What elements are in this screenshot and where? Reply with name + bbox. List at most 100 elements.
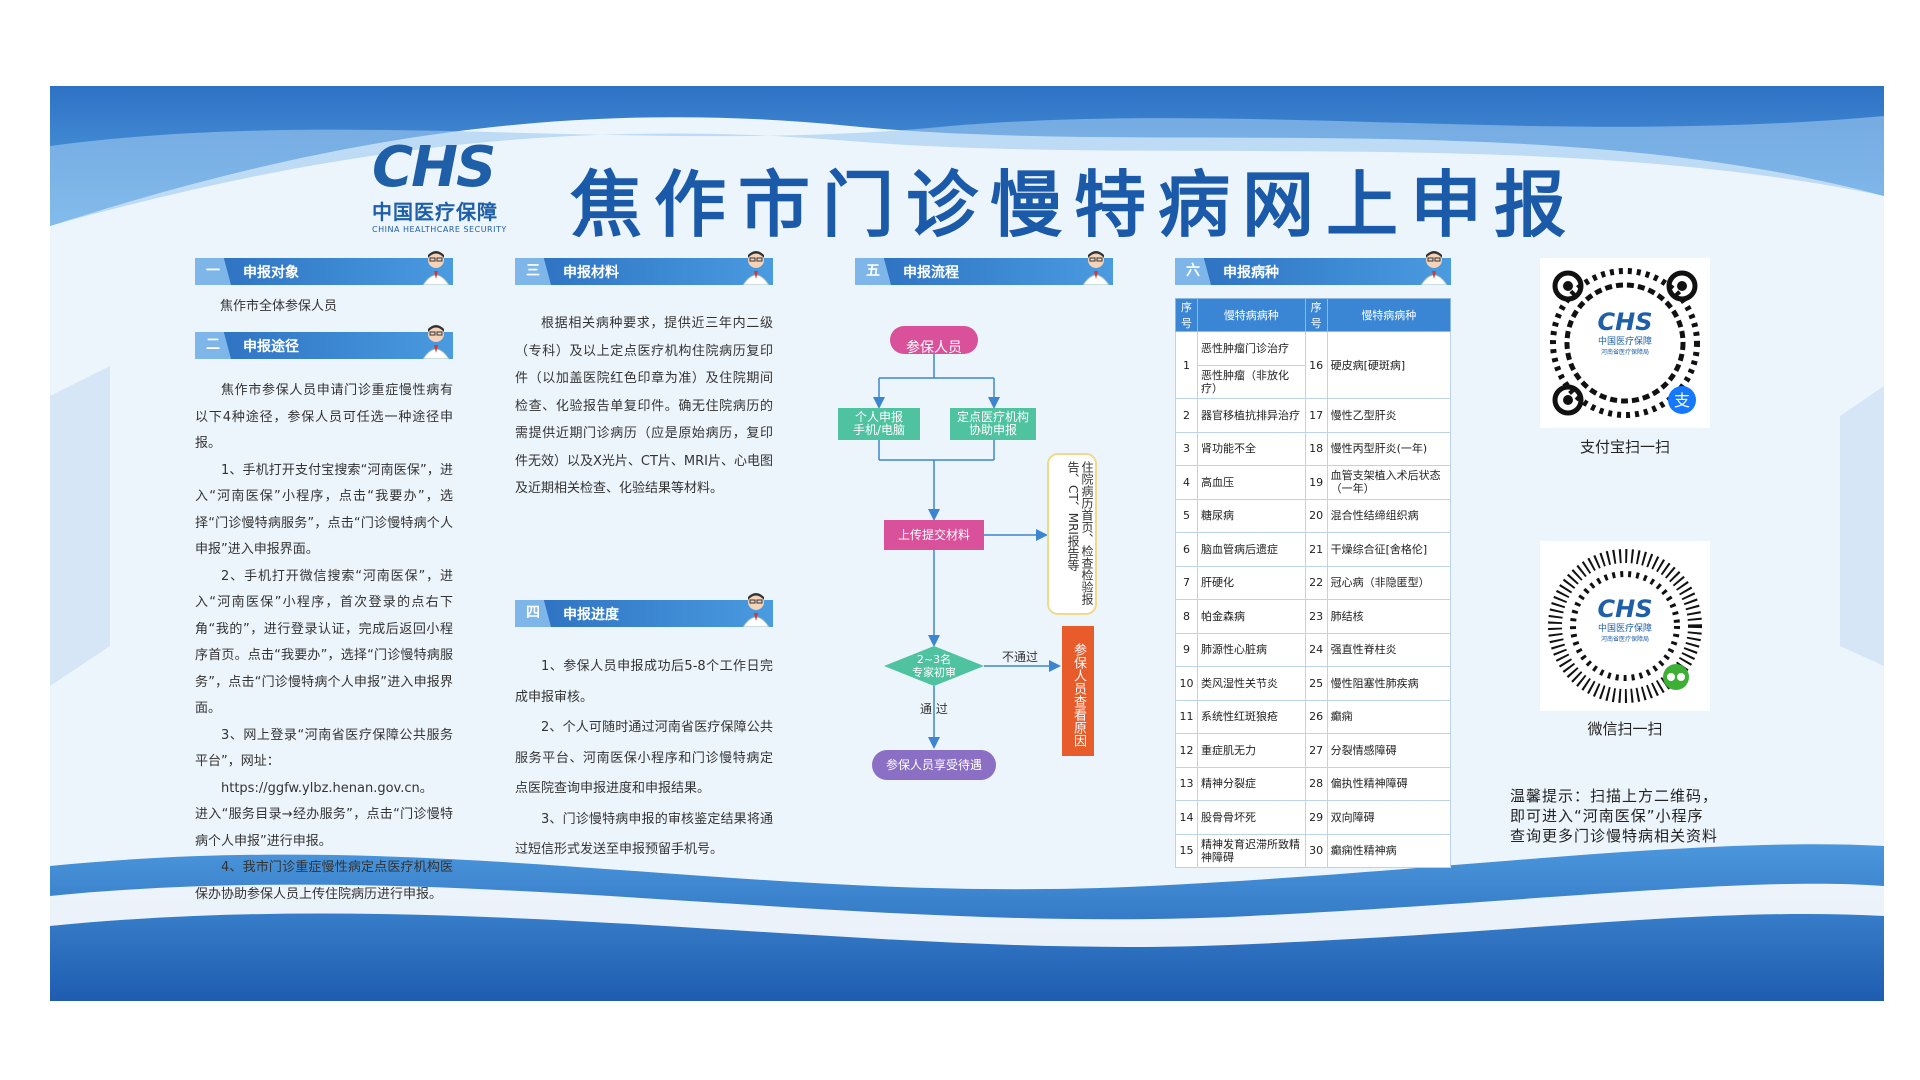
qr-center-sub: 河南省医疗保障局 — [1600, 349, 1649, 356]
section-title: 申报进度 — [563, 606, 619, 623]
flow-hospital-node — [950, 408, 1036, 440]
section-number: 二 — [195, 332, 231, 359]
process-flowchart — [838, 326, 1097, 780]
section-header-progress: 四 申报进度 — [515, 593, 773, 627]
table-cell-index: 25 — [1304, 666, 1328, 701]
table-cell-index: 24 — [1304, 632, 1328, 667]
channels-text: 焦作市参保人员申请门诊重症慢性病有以下4种途径，参保人员可任选一种途径申报。 1… — [195, 378, 453, 908]
section-title: 申报病种 — [1223, 264, 1279, 281]
section-title: 申报途径 — [243, 338, 299, 355]
flow-materials-note — [1047, 453, 1097, 615]
flow-personal-node — [838, 408, 920, 440]
flow-hospital-line: 协助申报 — [968, 423, 1017, 437]
table-row: 恶性肿瘤（非放化疗） — [1176, 364, 1451, 399]
doctor-avatar-icon — [422, 325, 450, 359]
table-cell-disease: 混合性结缔组织病 — [1326, 498, 1452, 533]
table-cell-disease: 癫痫性精神病 — [1326, 833, 1452, 868]
chs-logo: CHS 中国医疗保障 CHINA HEALTHCARE SECURITY — [372, 140, 532, 235]
flow-review-line: 专家初审 — [912, 666, 956, 679]
progress-paragraph: 1、参保人员申报成功后5-8个工作日完成申报审核。 — [515, 659, 773, 705]
alipay-qr-code[interactable]: 支 CHS 中国医疗保障 河南省医疗保障局 — [1540, 258, 1710, 428]
table-cell-disease: 重症肌无力 — [1197, 733, 1306, 768]
channel-paragraph: 1、手机打开支付宝搜索“河南医保”，进入“河南医保”小程序，点击“我要办”，选择… — [195, 462, 453, 558]
progress-paragraph: 2、个人可随时通过河南省医疗保障公共服务平台、河南医保小程序和门诊慢特病定点医院… — [515, 720, 773, 796]
qr-pattern-icon — [1548, 549, 1702, 703]
table-cell-disease: 肝硬化 — [1197, 565, 1306, 600]
table-cell-disease: 血管支架植入术后状态（一年） — [1326, 465, 1452, 500]
table-cell-index: 11 — [1175, 699, 1198, 734]
table-cell-index: 7 — [1175, 565, 1198, 600]
table-header: 慢特病病种 — [1197, 298, 1306, 332]
table-cell-disease: 肺源性心脏病 — [1197, 632, 1306, 667]
table-cell-index: 29 — [1304, 800, 1328, 835]
section-number: 三 — [515, 258, 551, 285]
doctor-avatar-icon — [1082, 251, 1110, 285]
table-cell-disease: 肾功能不全 — [1197, 431, 1306, 466]
wechat-qr-code[interactable]: CHS 中国医疗保障 河南省医疗保障局 — [1540, 541, 1710, 711]
table-cell-disease: 偏执性精神障碍 — [1326, 766, 1452, 801]
table-cell-disease: 肺结核 — [1326, 599, 1452, 634]
table-cell-index: 1 — [1175, 331, 1198, 399]
table-cell-index: 12 — [1175, 733, 1198, 768]
qr-center-cn: 中国医疗保障 — [1597, 337, 1652, 347]
section-title: 申报材料 — [563, 264, 619, 281]
poster-board: CHS 中国医疗保障 CHINA HEALTHCARE SECURITY 焦作市… — [50, 86, 1884, 1001]
table-cell-index: 4 — [1175, 465, 1198, 500]
qr-center-mark: CHS — [1597, 595, 1653, 623]
table-cell-index: 14 — [1175, 800, 1198, 835]
svg-text:支: 支 — [1674, 391, 1690, 410]
flow-fail-text: 参保人员查看原因 — [1071, 643, 1086, 747]
table-cell-disease: 类风湿性关节炎 — [1197, 666, 1306, 701]
flow-pass-label: 通 过 — [920, 702, 948, 716]
qr-center-mark: CHS — [1597, 308, 1653, 336]
table-cell-index: 17 — [1304, 398, 1328, 433]
table-cell-disease: 慢性阻塞性肺疾病 — [1326, 666, 1452, 701]
disease-table: 序号 慢特病病种 序号 慢特病病种 1 恶性肿瘤门诊治疗 16 硬皮病[硬斑病]… — [1175, 298, 1452, 868]
channel-paragraph: 焦作市参保人员申请门诊重症慢性病有以下4种途径，参保人员可任选一种途径申报。 — [195, 383, 453, 451]
logo-en-text: CHINA HEALTHCARE SECURITY — [372, 225, 507, 234]
table-cell-index: 13 — [1175, 766, 1198, 801]
table-cell-index: 8 — [1175, 599, 1198, 634]
flow-fail-node — [1062, 626, 1094, 756]
table-header: 慢特病病种 — [1326, 298, 1452, 332]
table-cell-disease: 脑血管病后遗症 — [1197, 532, 1306, 567]
table-cell-index: 6 — [1175, 532, 1198, 567]
flow-personal-line: 个人申报 — [854, 410, 903, 424]
flow-end-label: 参保人员享受待遇 — [885, 758, 982, 772]
flow-hospital-label: 定点医疗机构 协助申报 — [950, 411, 1036, 437]
table-cell-index: 3 — [1175, 431, 1198, 466]
section-header-target: 一 申报对象 — [195, 251, 453, 285]
table-cell-index: 5 — [1175, 498, 1198, 533]
flow-upload-label: 上传提交材料 — [897, 528, 970, 542]
flow-hospital-line: 定点医疗机构 — [956, 410, 1029, 424]
section-number: 五 — [855, 258, 891, 285]
table-header: 序号 — [1304, 298, 1328, 332]
tip-line: 即可进入“河南医保”小程序 — [1510, 807, 1704, 825]
section-header-flow: 五 申报流程 — [855, 251, 1113, 285]
flow-end-node — [872, 750, 996, 780]
table-cell-disease: 高血压 — [1197, 465, 1306, 500]
logo-cn-text: 中国医疗保障 — [372, 200, 498, 224]
table-cell-index: 30 — [1304, 833, 1328, 868]
tip-line: 查询更多门诊慢特病相关资料 — [1510, 827, 1719, 845]
table-cell-index: 19 — [1304, 465, 1328, 500]
flow-review-label: 2~3名 专家初审 — [884, 653, 984, 679]
doctor-avatar-icon — [742, 593, 770, 627]
table-cell-index: 9 — [1175, 632, 1198, 667]
section-header-materials: 三 申报材料 — [515, 251, 773, 285]
table-cell-disease: 帕金森病 — [1197, 599, 1306, 634]
section-header-diseases: 六 申报病种 — [1175, 251, 1451, 285]
qr-center-cn: 中国医疗保障 — [1597, 624, 1652, 634]
progress-text: 1、参保人员申报成功后5-8个工作日完成申报审核。 2、个人可随时通过河南省医疗… — [515, 652, 773, 866]
flow-upload-node — [884, 520, 984, 550]
table-cell-disease: 硬皮病[硬斑病] — [1326, 331, 1452, 399]
table-cell-disease: 强直性脊柱炎 — [1326, 632, 1452, 667]
table-cell-index: 18 — [1304, 431, 1328, 466]
section-number: 六 — [1175, 258, 1211, 285]
